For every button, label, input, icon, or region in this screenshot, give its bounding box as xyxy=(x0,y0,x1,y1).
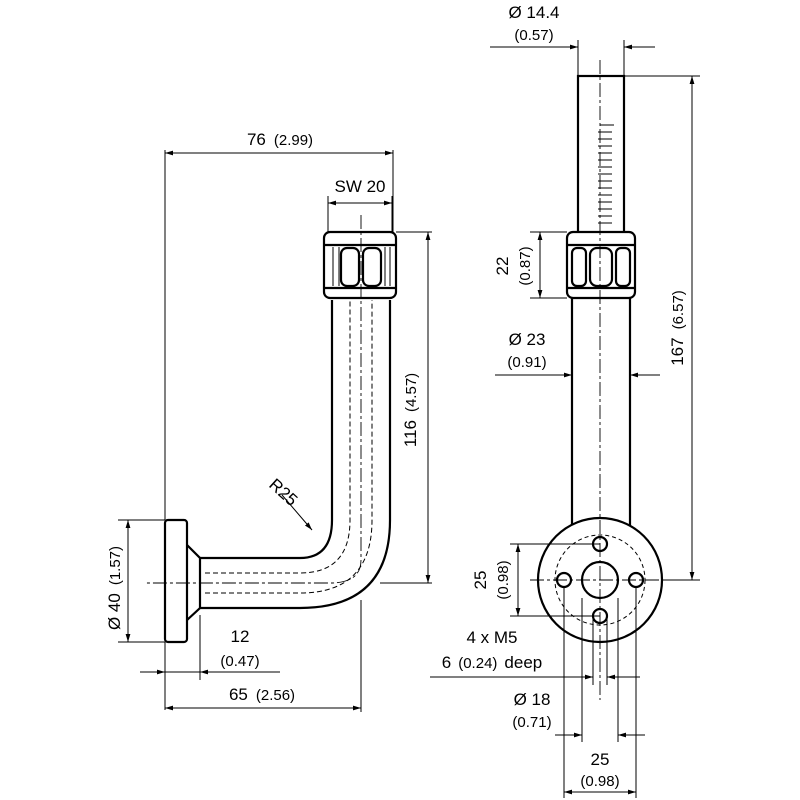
flange-plate xyxy=(163,518,189,644)
dim-bore-diameter: Ø 18 xyxy=(514,690,551,709)
dim-nut-height-sub: (0.87) xyxy=(517,246,534,285)
dim-flange-offset: 12 xyxy=(231,627,250,646)
flange-neck xyxy=(186,544,202,621)
tube-outer-edge xyxy=(200,300,392,610)
front-view: Ø 14.4 (0.57) 22 (0.87) Ø 23 (0.91) 167 … xyxy=(430,3,700,798)
bore-hidden-b xyxy=(205,300,373,594)
dim-hole-spacing-sub: (0.98) xyxy=(495,560,512,599)
dim-bore-diameter-sub: (0.71) xyxy=(512,714,551,731)
dim-thread-spec: 4 x M5 xyxy=(466,628,517,647)
dim-base-width-sub: (0.98) xyxy=(580,773,619,790)
dim-height-total: 167 (6.57) xyxy=(668,290,687,366)
dim-flange-diameter: Ø 40 (1.57) xyxy=(105,546,124,630)
tube-inner-edge xyxy=(200,300,334,560)
dim-hole-spacing: 25 xyxy=(471,571,490,590)
dim-bend-radius: R25 xyxy=(265,475,301,510)
dim-flange-offset-sub: (0.47) xyxy=(220,653,259,670)
dim-thread-depth: 6 (0.24) deep xyxy=(442,653,542,672)
dim-tube-diameter: Ø 23 xyxy=(509,330,546,349)
dim-height-side: 116 (4.57) xyxy=(401,373,420,447)
dim-base-width: 25 xyxy=(591,750,610,769)
dim-wrench-size: SW 20 xyxy=(334,177,385,196)
rod xyxy=(576,74,626,238)
dim-rod-diameter: Ø 14.4 xyxy=(508,3,559,22)
dim-rod-diameter-sub: (0.57) xyxy=(514,27,553,44)
side-view: 76 (2.99) SW 20 116 (4.57) R25 Ø 40 (1.5… xyxy=(105,130,432,712)
dim-tube-diameter-sub: (0.91) xyxy=(507,354,546,371)
dim-depth-total: 65 (2.56) xyxy=(229,685,295,704)
centerline-side xyxy=(145,215,362,584)
dim-width-total: 76 (2.99) xyxy=(247,130,313,149)
bore-hidden-a xyxy=(205,300,351,574)
dim-nut-height: 22 xyxy=(493,257,512,276)
